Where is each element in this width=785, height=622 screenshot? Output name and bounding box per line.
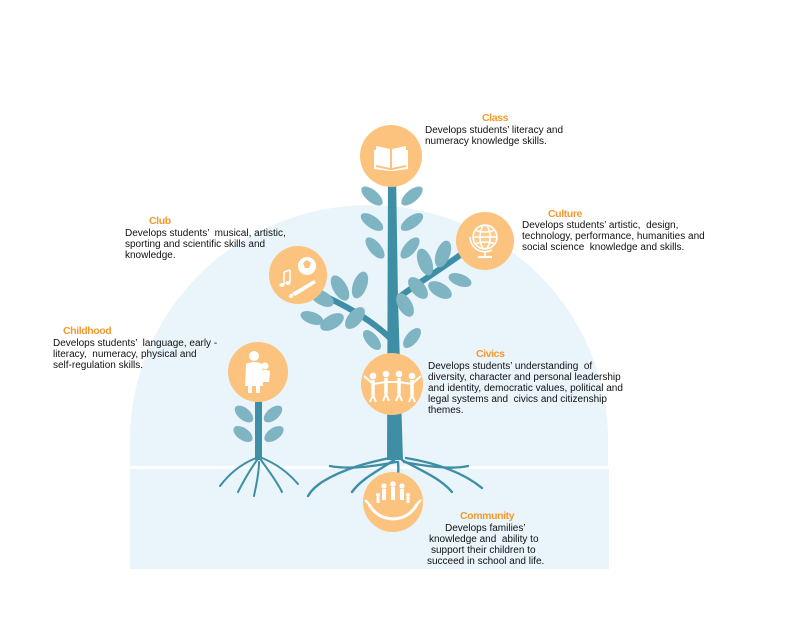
description-line: succeed in school and life. [427,556,545,567]
culture-title: Culture [548,208,582,220]
community-description: Develops families’ knowledge and ability… [427,523,544,567]
culture-circle [456,212,514,270]
description-line: Develops students’ understanding of [428,361,593,372]
civics-description: Develops students’ understanding of dive… [428,361,623,416]
description-line: themes. [428,405,464,416]
description-line: legal systems and civics and citizenship [428,394,607,405]
description-line: diversity, character and personal leader… [428,372,621,383]
main-tree-leaves [300,186,472,350]
civics-circle [361,353,423,415]
globe-icon [469,224,498,259]
description-line: Develops families’ [445,523,526,534]
description-line: sporting and scientific skills and [125,239,266,250]
description-line: Develops students’ musical, artistic, [125,228,286,239]
small-tree-roots [219,457,299,497]
description-line: self-regulation skills. [53,360,144,371]
class-circle [360,125,422,187]
description-line: literacy, numeracy, physical and [53,349,197,360]
community-circle [363,472,423,532]
description-line: technology, performance, humanities and [522,231,705,242]
class-description: Develops students’ literacy and numeracy… [425,125,563,147]
small-tree [219,398,299,497]
community-title: Community [460,510,515,522]
open-book-icon [374,146,408,171]
description-line: social science knowledge and skills. [522,242,685,253]
class-title: Class [482,112,509,124]
childhood-description: Develops students’ language, early - lit… [53,338,217,371]
description-line: and identity, democratic values, politic… [428,383,623,394]
family-in-hands-icon [364,481,422,521]
civics-title: Civics [476,348,505,360]
main-tree-roots [306,456,484,502]
club-description: Develops students’ musical, artistic, sp… [125,228,286,261]
description-line: Develops students’ literacy and [425,125,564,136]
description-line: support their children to [431,545,536,556]
description-line: Develops students’ artistic, design, [522,220,679,231]
childhood-title: Childhood [63,325,112,337]
music-art-sport-icon [279,257,316,298]
description-line: Develops students’ language, early - [53,338,218,349]
small-tree-leaves [233,405,284,442]
people-holding-hands-icon [363,370,422,403]
description-line: knowledge and ability to [429,534,539,545]
parent-child-icon [245,351,270,393]
club-title: Club [149,215,171,227]
description-line: numeracy knowledge skills. [425,136,547,147]
small-trunk [255,398,262,460]
culture-description: Develops students’ artistic, design, tec… [522,220,705,253]
description-line: knowledge. [125,250,176,261]
